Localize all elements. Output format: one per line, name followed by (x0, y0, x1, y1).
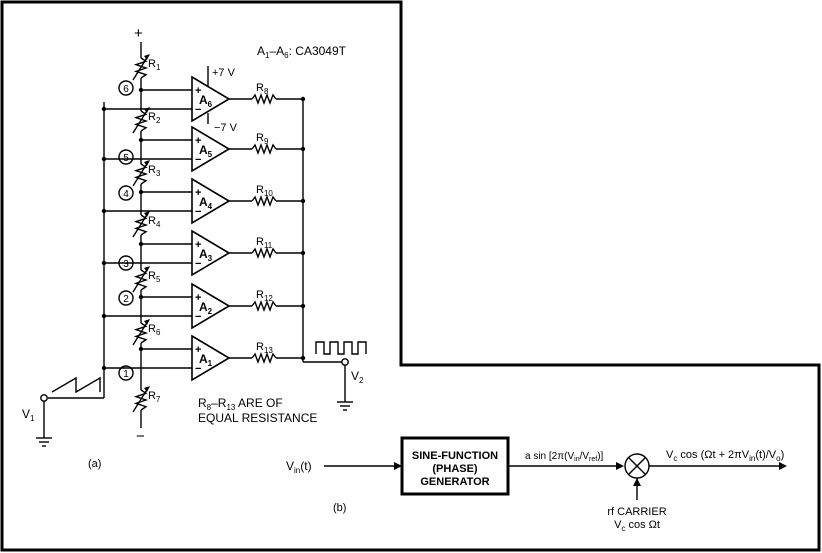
comparator-a3: + −A3 R11 3 (101, 229, 306, 277)
op-amp-triangle (191, 75, 231, 123)
ladder-resistor (133, 57, 149, 79)
resistance-note-line1: R8–R13 ARE OF (198, 396, 283, 412)
sawtooth-wave-icon (51, 376, 101, 394)
comparator-array: +−A6R86+−A5R95+−A4R104+−A3R113+−A2R122+−… (101, 75, 306, 382)
op-amp-triangle (191, 229, 231, 277)
block-label-line1: SINE-FUNCTION (412, 450, 498, 462)
vin-input-label: Vin(t) (286, 459, 312, 475)
ladder-resistor-label: R1 (148, 58, 161, 72)
comparator-a6: + −A6 R8 6 (101, 75, 306, 123)
node-marker (118, 365, 134, 381)
op-amp-label: A2 (199, 300, 213, 316)
output-resistor (251, 195, 277, 207)
ladder-resistor (133, 163, 149, 185)
op-amp-label: A1 (199, 352, 213, 368)
svg-text:+: + (195, 292, 201, 304)
node-number: 3 (123, 259, 129, 270)
op-amp-triangle (191, 177, 231, 225)
output-resistor (251, 93, 277, 105)
op-amp-triangle (191, 282, 231, 330)
svg-text:+: + (195, 85, 201, 97)
op-amp-triangle (191, 125, 231, 173)
op-amp-label: A3 (199, 247, 213, 263)
ladder-resistor-label: R7 (148, 390, 161, 404)
ladder-resistor (133, 389, 149, 411)
op-amp-label: A6 (199, 93, 213, 109)
part-b-block-diagram: Vin(t) SINE-FUNCTION (PHASE) GENERATOR a… (286, 436, 787, 533)
input-terminal (40, 394, 48, 402)
comparator-a4: + −A4 R10 4 (101, 177, 306, 225)
node-marker (118, 255, 134, 271)
ladder-resistor (133, 322, 149, 344)
svg-text:−: − (195, 154, 201, 166)
ladder-resistor (133, 110, 149, 132)
ladder-resistor (133, 214, 149, 236)
svg-text:−: − (195, 311, 201, 323)
op-amp-triangle (191, 334, 231, 382)
node-number: 6 (123, 84, 129, 95)
square-wave-icon (315, 341, 367, 355)
op-amp-label: A4 (199, 195, 213, 211)
output-resistor-label: R10 (256, 184, 273, 198)
ladder-resistor-label: R3 (148, 164, 161, 178)
svg-text:+: + (195, 187, 201, 199)
part-b-caption: (b) (333, 502, 346, 514)
negative-rail-label: −7 V (214, 122, 238, 134)
svg-text:+: + (195, 239, 201, 251)
node-number: 1 (123, 369, 129, 380)
svg-text:−: − (195, 206, 201, 218)
node-marker (118, 290, 134, 306)
op-amp-label: A5 (199, 143, 213, 159)
ladder-resistor-label: R4 (148, 215, 161, 229)
output-resistor-label: R13 (256, 341, 273, 355)
negative-supply-label: − (136, 428, 145, 445)
output-resistor (251, 247, 277, 259)
output-resistor (251, 143, 277, 155)
svg-text:+: + (195, 135, 201, 147)
output-resistor-label: R11 (256, 236, 273, 250)
output-resistor (251, 300, 277, 312)
mixer-output-label: Vc cos (Ωt + 2πVin(t)/Vo) (666, 449, 784, 463)
node-number: 5 (123, 153, 129, 164)
node-marker (118, 149, 134, 165)
ladder-resistor-label: R2 (148, 111, 161, 125)
block-label-line2: (PHASE) (432, 463, 478, 475)
comparator-a2: + −A2 R12 2 (101, 282, 306, 330)
input-voltage-label: V1 (22, 407, 35, 423)
generator-output-label: a sin [2π(Vin/Vref)] (525, 451, 604, 463)
svg-text:−: − (195, 104, 201, 116)
output-resistor-label: R8 (256, 82, 269, 96)
comparator-a1: + −A1 R13 1 (101, 334, 306, 382)
node-marker (118, 185, 134, 201)
sine-function-generator-block (400, 436, 510, 496)
amplifier-type-label: A1–A6: CA3049T (257, 44, 347, 60)
positive-rail-label: +7 V (212, 67, 236, 79)
output-resistor (251, 352, 277, 364)
comparator-a5: + −A5 R9 5 (101, 125, 306, 173)
ladder-resistor-label: R5 (148, 270, 161, 284)
node-number: 2 (123, 294, 129, 305)
resistance-note-line2: EQUAL RESISTANCE (198, 411, 317, 425)
block-label-line3: GENERATOR (420, 476, 489, 488)
svg-text:+: + (195, 344, 201, 356)
ladder-resistor (133, 269, 149, 291)
output-terminal (341, 358, 349, 366)
ladder-resistor-label: R6 (148, 323, 161, 337)
carrier-label-line2: Vc cos Ωt (614, 519, 660, 533)
node-marker (118, 80, 134, 96)
output-resistor-label: R9 (256, 132, 269, 146)
output-resistor-label: R12 (256, 289, 273, 303)
svg-text:−: − (195, 258, 201, 270)
positive-supply-label: + (134, 25, 143, 42)
carrier-label-line1: rf CARRIER (607, 506, 666, 518)
svg-text:−: − (195, 363, 201, 375)
output-voltage-label: V2 (351, 369, 364, 385)
node-number: 4 (123, 189, 129, 200)
part-a-caption: (a) (88, 458, 101, 470)
